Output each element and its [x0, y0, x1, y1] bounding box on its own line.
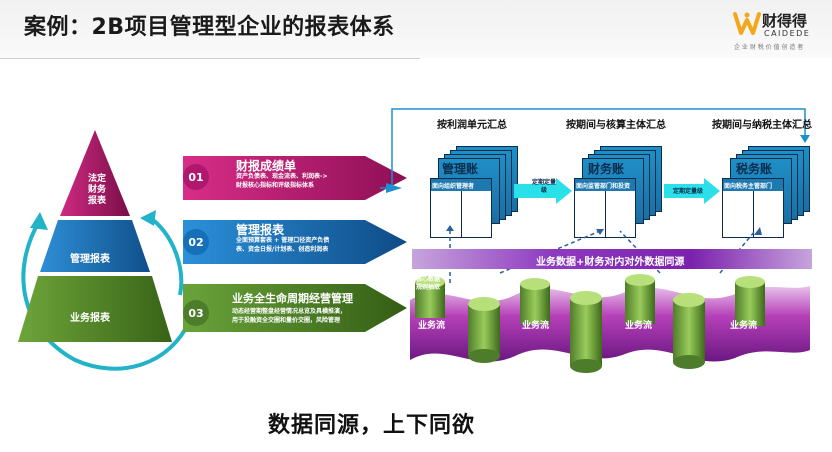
flow-label-2: 业务流 — [522, 321, 550, 331]
logo-name: 财得得 — [762, 12, 808, 30]
ledger-tax — [722, 146, 812, 238]
ledger-name-finance: 财务账 — [588, 162, 625, 176]
item-desc-03: 动态经营期整盘经营情况总览及具横推演， 用于投融资全交圈和量价交圈，风险管理 — [232, 308, 347, 324]
ledger-heading-tax: 按期间与纳税主体汇总 — [712, 120, 812, 131]
item-bar-01 — [183, 156, 407, 200]
flow-label-4: 业务流 — [730, 321, 758, 331]
item-bars — [183, 156, 407, 332]
item-number-01: 01 — [183, 164, 209, 190]
ledger-heading-management: 按利润单元汇总 — [437, 120, 507, 131]
logo-tagline: 企 业 财 税 价 值 创 造 者 — [734, 44, 804, 51]
cylinder-6 — [673, 293, 705, 369]
sync-bar-label: 业务数据+财务对内对外数据同源 — [536, 257, 685, 268]
item-desc-02: 全面预算套表 + 管理口径资产负债 表、资金日报/计划表、创造利润表 — [236, 237, 330, 253]
sync-bar — [412, 249, 812, 269]
ledger-finance — [574, 146, 664, 238]
cylinder-2 — [468, 297, 500, 363]
item-title-01: 财报成绩单 — [236, 159, 297, 173]
mini-label: 核心数据 规则抽取 — [416, 276, 441, 291]
cylinder-7 — [735, 276, 765, 326]
ledger-management — [430, 146, 520, 238]
pyramid-top — [60, 130, 130, 216]
ledger-name-management: 管理账 — [442, 162, 479, 176]
cylinder-1 — [415, 276, 445, 318]
slogan: 数据同源，上下同欲 — [268, 413, 476, 438]
flow-arrows — [514, 178, 720, 204]
ledger-sub-management: 面向组织管理者 — [432, 183, 475, 190]
item-title-03: 业务全生命周期经营管理 — [232, 292, 353, 305]
ledger-name-tax: 税务账 — [736, 162, 773, 176]
pyramid-middle — [40, 220, 150, 272]
arrow-right-icon — [514, 178, 572, 204]
pyramid-bottom — [18, 276, 172, 342]
business-flow-wave — [410, 274, 810, 373]
arrow-right-icon — [664, 178, 720, 204]
item-title-02: 管理报表 — [236, 223, 285, 237]
header-bar — [0, 0, 832, 58]
arrow-label-1: 定期定量 级 — [531, 179, 556, 194]
ledger-sub-finance: 面向监管部门和投资 — [576, 183, 631, 190]
ledger-heading-finance: 按期间与核算主体汇总 — [566, 120, 666, 131]
logo-mark-icon — [733, 12, 761, 35]
item-bar-02 — [183, 220, 407, 264]
pyramid-bottom-label: 业务报表 — [70, 313, 110, 324]
logo-english: CAIDEDE — [764, 29, 811, 38]
item-desc-01: 资产负债表、现金流表、利润表-> 财报核心指标和评级指标体系 — [236, 173, 328, 189]
pyramid-middle-label: 管理报表 — [70, 254, 110, 265]
ledger-sub-tax: 面向税务主管部门 — [724, 183, 773, 190]
pyramid-top-label: 法定 财务 报表 — [87, 174, 106, 206]
connector-lines — [380, 108, 810, 193]
cylinder-4 — [570, 291, 602, 373]
rotation-arrow-icon — [21, 218, 192, 371]
item-bar-03 — [183, 284, 407, 332]
arrow-label-2: 定期定量级 — [673, 188, 704, 195]
flow-label-3: 业务流 — [625, 321, 653, 331]
cylinder-5 — [625, 274, 655, 324]
report-pyramid — [18, 130, 192, 371]
divider — [0, 58, 420, 59]
flow-label-1: 业务流 — [418, 321, 446, 331]
page-title: 案例：2B项目管理型企业的报表体系 — [24, 15, 395, 40]
item-number-02: 02 — [183, 229, 209, 255]
item-number-03: 03 — [183, 300, 209, 326]
cylinder-3 — [520, 278, 550, 324]
